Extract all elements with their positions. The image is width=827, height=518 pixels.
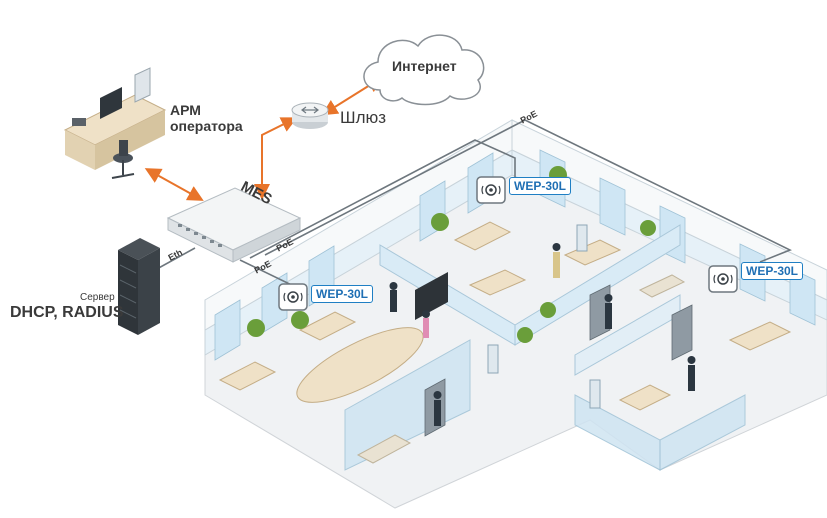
operator-workstation-icon: [63, 67, 167, 179]
orange-links: [144, 76, 384, 201]
gateway-router-icon: [291, 102, 329, 129]
wifi-ap-icon: [476, 176, 506, 204]
office-building: [204, 119, 827, 509]
access-point-label: WEP-30L: [741, 262, 804, 280]
internet-cloud: [363, 34, 485, 106]
eth-cable: [154, 247, 196, 271]
operator-label: АРМ оператора: [170, 102, 243, 134]
access-point-icons: [278, 176, 738, 311]
server-caption-main: DHCP, RADIUS: [10, 304, 124, 321]
people-icons: [389, 243, 696, 426]
wifi-ap-icon: [278, 283, 308, 311]
server-rack-icon: [118, 238, 160, 335]
mes-switch-icon: [166, 187, 302, 263]
internet-label: Интернет: [392, 58, 457, 74]
server-caption-small: Сервер: [80, 292, 115, 303]
gateway-label: Шлюз: [340, 108, 387, 127]
wifi-ap-icon: [708, 265, 738, 293]
access-point-label: WEP-30L: [311, 285, 374, 303]
access-point-label: WEP-30L: [509, 177, 572, 195]
